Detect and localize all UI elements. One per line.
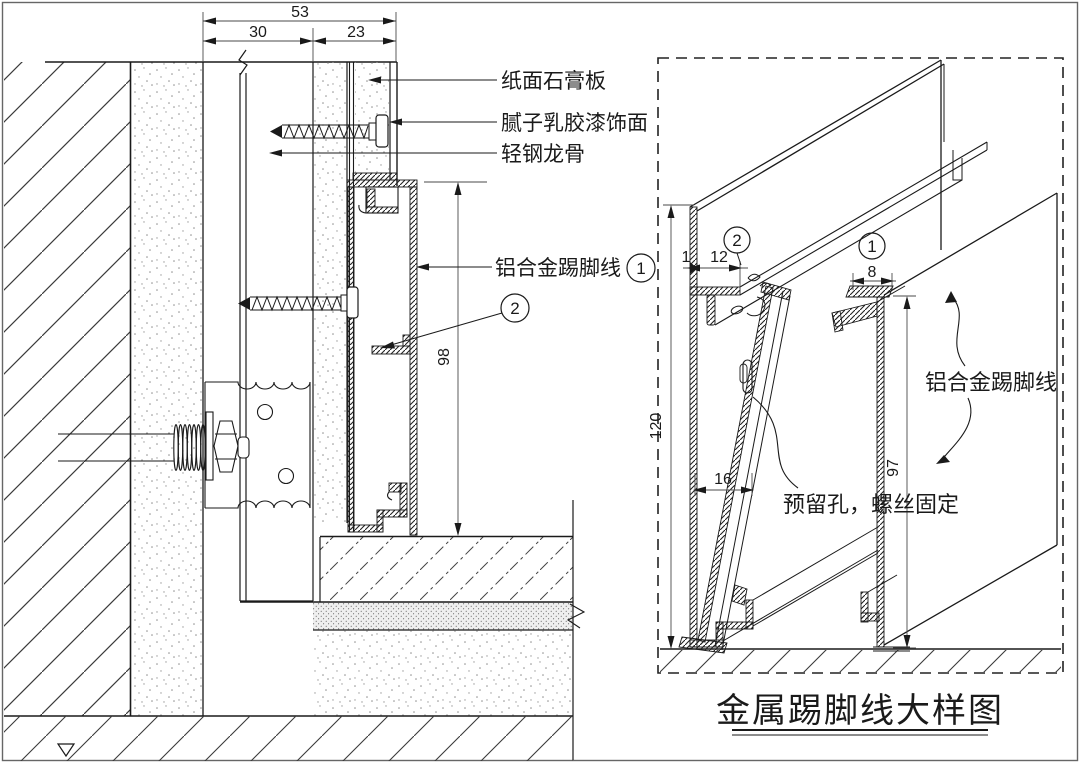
- drawing-title-block: 金属踢脚线大样图: [716, 692, 1004, 736]
- left-section-view: 53 30 23 98 纸面石膏板 腻子乳胶漆饰面 轻钢龙骨 铝合金踢脚线: [4, 4, 656, 761]
- dim-97: 97: [885, 459, 902, 477]
- back-profile: [689, 59, 988, 648]
- anchor-bolt-assembly: [58, 411, 250, 481]
- plaster-layer: [133, 62, 204, 716]
- drawing-title: 金属踢脚线大样图: [716, 692, 1004, 730]
- dim-16-group: [693, 473, 754, 496]
- svg-text:1: 1: [636, 259, 645, 278]
- dim-97-group: [893, 295, 916, 649]
- dim-23: 23: [347, 24, 365, 41]
- right-callout-2: 2: [723, 226, 751, 266]
- level-marker-icon: [56, 743, 76, 758]
- dim-1-12-group: [683, 261, 748, 290]
- right-axonometric-view: 120 97 16 1 12: [648, 57, 1064, 674]
- gypsum-board-1: [312, 62, 348, 601]
- label-putty-finish: 腻子乳胶漆饰面: [501, 112, 648, 135]
- face-panel: [831, 192, 1058, 652]
- dashed-boundary: [657, 57, 1064, 674]
- dim-16: 16: [714, 471, 732, 488]
- tilted-panel: [678, 273, 792, 654]
- dim-30: 30: [249, 24, 267, 41]
- mounting-bracket: [204, 381, 311, 509]
- dim-98: 98: [436, 348, 453, 366]
- masonry-wall-hatch: [4, 62, 132, 716]
- drywall-screw-top: [270, 114, 389, 148]
- svg-text:2: 2: [510, 299, 519, 318]
- right-leaders: [752, 291, 972, 489]
- steel-keel-lines: [238, 49, 313, 602]
- floor-layers: [4, 500, 586, 761]
- right-floor: [660, 648, 1061, 672]
- label-alu-skirting-left: 铝合金踢脚线: [495, 257, 621, 280]
- left-callout-2: 2: [500, 293, 530, 323]
- svg-text:2: 2: [732, 231, 741, 250]
- dim-120: 120: [648, 413, 665, 440]
- label-steel-keel: 轻钢龙骨: [501, 143, 585, 166]
- label-alu-skirting-right: 铝合金踢脚线: [925, 370, 1057, 395]
- dim-12: 12: [710, 249, 728, 266]
- left-leaders: [269, 76, 503, 349]
- label-reserved-hole: 预留孔，螺丝固定: [783, 492, 959, 517]
- reserved-hole-icon: [742, 359, 753, 394]
- left-dimension-98: [424, 181, 487, 536]
- aluminium-skirting-profile: [346, 179, 418, 536]
- dim-1: 1: [682, 249, 691, 266]
- drywall-screw-bottom: [238, 286, 359, 319]
- dim-120-group: [663, 204, 694, 649]
- label-gypsum-board: 纸面石膏板: [501, 70, 606, 93]
- left-callout-1: 1: [626, 253, 656, 283]
- left-dimensions-top: [202, 12, 397, 62]
- right-callout-1: 1: [858, 232, 886, 260]
- dim-8: 8: [868, 264, 877, 281]
- dim-53: 53: [291, 4, 309, 21]
- svg-text:1: 1: [867, 237, 876, 256]
- dim-8-group: [850, 273, 896, 290]
